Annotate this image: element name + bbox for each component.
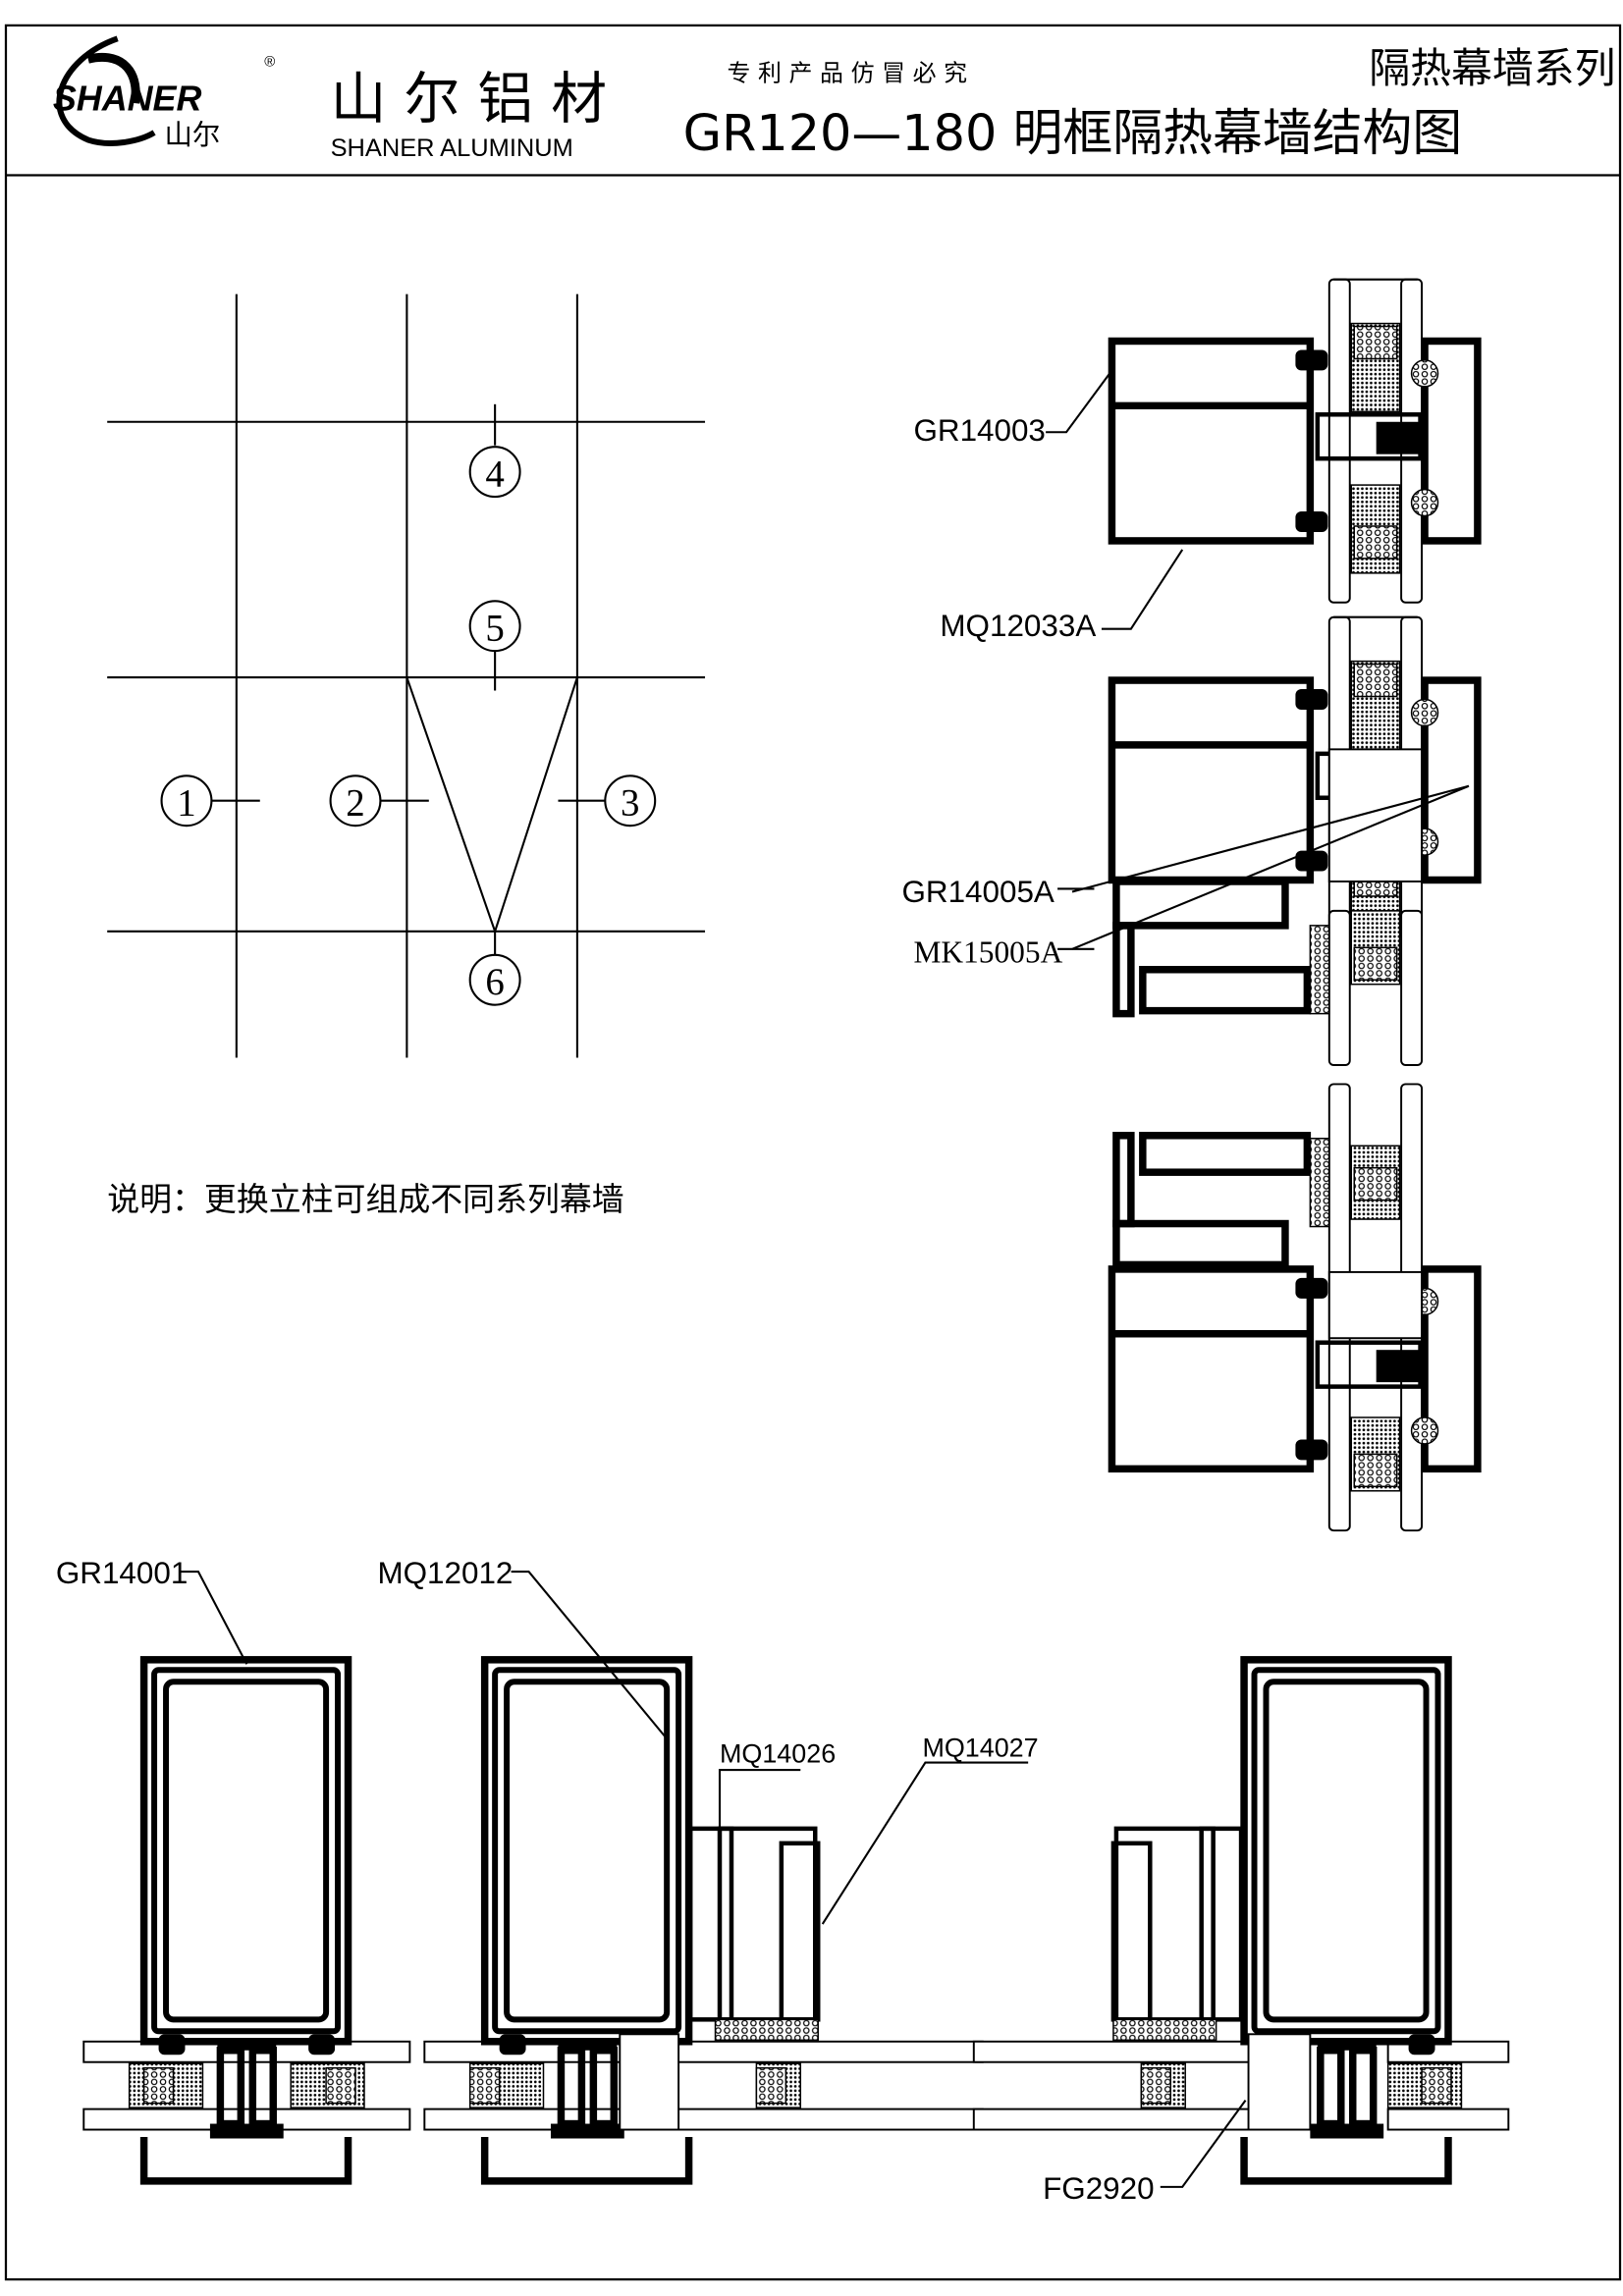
marker-3: 3 (604, 774, 657, 828)
marker-5: 5 (468, 600, 521, 653)
company-name-cn: 山 尔 铝 材 (331, 67, 608, 132)
note-text: 说明：更换立柱可组成不同系列幕墙 (107, 1180, 624, 1218)
svg-text:3: 3 (621, 782, 639, 825)
shaner-logo: SHANER 山尔 ® (53, 35, 275, 151)
marker-2: 2 (329, 774, 382, 828)
label-gr14001: GR14001 (56, 1556, 188, 1590)
registered-mark: ® (264, 54, 275, 71)
label-mq14027: MQ14027 (922, 1734, 1038, 1763)
series-name: 隔热幕墙系列 (1369, 44, 1615, 92)
label-mq14026: MQ14026 (720, 1739, 836, 1769)
marker-1: 1 (160, 774, 213, 828)
marker-6: 6 (468, 953, 521, 1006)
vertical-section-1 (1111, 278, 1477, 604)
svg-text:5: 5 (485, 608, 504, 650)
label-mq12033a: MQ12033A (940, 609, 1096, 643)
label-fg2920: FG2920 (1043, 2171, 1154, 2206)
sheet-border (4, 24, 1622, 2281)
vertical-section-3 (1111, 1083, 1477, 1532)
label-gr14005a: GR14005A (901, 875, 1054, 909)
label-mq12012: MQ12012 (377, 1556, 513, 1590)
marker-4: 4 (468, 446, 521, 499)
label-mk15005a: MK15005A (913, 934, 1062, 969)
svg-text:1: 1 (177, 782, 195, 825)
patent-note: 专 利 产 品 仿 冒 必 究 (727, 60, 967, 87)
section-leaders (1046, 369, 1184, 950)
company-name-en: SHANER ALUMINUM (331, 134, 573, 162)
drawing-title: GR120—180 明框隔热幕墙结构图 (683, 104, 1463, 162)
logo-sub: 山尔 (165, 119, 221, 151)
svg-text:4: 4 (485, 454, 504, 496)
logo-text: SHANER (53, 80, 202, 119)
plan-leaders (180, 1571, 1247, 2188)
label-gr14003: GR14003 (913, 413, 1045, 448)
vertical-section-2 (1071, 615, 1478, 1066)
svg-text:6: 6 (485, 961, 504, 1003)
elevation-diagram: 1 2 3 4 5 6 (107, 294, 706, 1058)
svg-text:2: 2 (346, 782, 364, 825)
plan-section (82, 1660, 1510, 2181)
